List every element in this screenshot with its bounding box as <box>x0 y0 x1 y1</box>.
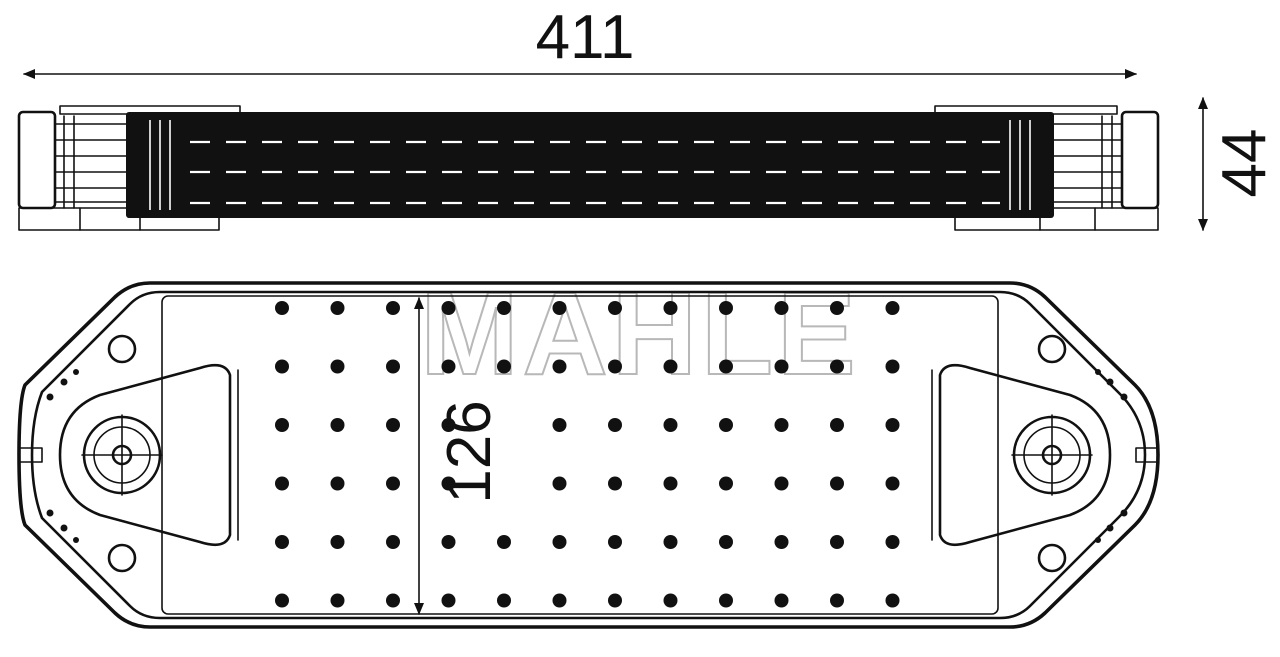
dimple-dot <box>275 359 289 374</box>
dimple-dot <box>330 301 345 315</box>
dimple-dot <box>719 476 733 491</box>
dimple-dot <box>441 418 456 432</box>
dimple-dot <box>830 535 844 549</box>
dimple-dot <box>608 535 622 549</box>
dimple-dot <box>275 301 289 315</box>
dimple-dot <box>386 593 400 608</box>
dimple-dot <box>441 593 456 608</box>
width-dimension-label: 126 <box>435 400 504 503</box>
dimple-dot <box>830 418 844 432</box>
dimple-dot <box>330 535 345 549</box>
right-lower-bolt-hole <box>1037 543 1067 573</box>
right-flange <box>931 334 1159 573</box>
dimple-dot <box>497 593 511 608</box>
dimple-dot <box>552 301 567 315</box>
dimple-dot <box>608 359 622 374</box>
dimple-dot <box>330 476 345 491</box>
dimple-dot <box>830 593 844 608</box>
dimple-dot <box>330 593 345 608</box>
dimple-dot <box>663 593 678 608</box>
dimple-dot <box>774 476 789 491</box>
dimple-dot <box>719 301 733 315</box>
dimple-dot <box>497 359 511 374</box>
left-upper-bolt-hole <box>107 334 137 364</box>
dimple-dot <box>497 535 511 549</box>
side-left-tubes <box>54 115 141 209</box>
dimple-dot <box>441 359 456 374</box>
dimple-dot <box>275 593 289 608</box>
dimple-dot <box>386 476 400 491</box>
dimple-dot <box>608 476 622 491</box>
side-core-dashes <box>190 140 1000 205</box>
dimple-dot <box>497 301 511 315</box>
dimple-dot <box>330 359 345 374</box>
dimple-dot <box>830 476 844 491</box>
dimple-dot <box>275 476 289 491</box>
side-left-base-plate <box>18 207 220 231</box>
dimple-dot <box>608 301 622 315</box>
dimple-dot <box>885 418 900 432</box>
dimple-dot <box>386 418 400 432</box>
length-dimension-label: 411 <box>536 3 635 72</box>
dimple-dot <box>885 593 900 608</box>
side-right-base-plate <box>954 207 1159 231</box>
dimple-dot <box>885 535 900 549</box>
dimple-dot <box>719 593 733 608</box>
top-view: MAHLE <box>17 267 1160 629</box>
dimple-dot <box>441 535 456 549</box>
dimple-dot <box>774 593 789 608</box>
right-upper-bolt-hole <box>1037 334 1067 364</box>
side-view <box>17 105 1160 231</box>
dimple-dot <box>774 535 789 549</box>
dimple-dot <box>608 418 622 432</box>
height-dimension: 44 <box>1198 97 1279 231</box>
side-cooler-core <box>126 112 1054 218</box>
dimple-dot <box>552 593 567 608</box>
length-dimension: 411 <box>23 3 1137 79</box>
height-dimension-label: 44 <box>1210 129 1279 198</box>
dimple-dot <box>330 418 345 432</box>
dimple-dot <box>663 535 678 549</box>
dimple-dot <box>386 535 400 549</box>
dimple-dot <box>830 359 844 374</box>
dimple-dot <box>386 301 400 315</box>
dimple-dot <box>719 359 733 374</box>
dimple-dot <box>663 359 678 374</box>
dimple-dot <box>663 418 678 432</box>
side-core-fins <box>149 120 1031 210</box>
dimple-dot <box>552 476 567 491</box>
dimple-dot <box>719 418 733 432</box>
dimple-dot <box>552 418 567 432</box>
dimple-dot <box>441 301 456 315</box>
dimple-dot <box>275 535 289 549</box>
dimple-dot <box>719 535 733 549</box>
dimple-dot <box>608 593 622 608</box>
top-inner-outline <box>30 290 1147 620</box>
dimple-dot <box>885 476 900 491</box>
dimple-dot <box>552 535 567 549</box>
dimple-dot <box>441 476 456 491</box>
dimple-dot <box>885 359 900 374</box>
dimple-dot <box>275 418 289 432</box>
left-flange <box>19 334 239 573</box>
side-left-end-cap <box>17 110 57 210</box>
dimple-dot <box>885 301 900 315</box>
dimple-dot <box>774 418 789 432</box>
dimple-dot <box>774 301 789 315</box>
dimple-dot <box>663 476 678 491</box>
side-right-end-cap <box>1120 110 1160 210</box>
top-outer-outline <box>17 281 1160 629</box>
dimple-dot <box>774 359 789 374</box>
dimple-dot <box>386 359 400 374</box>
dimple-dot <box>552 359 567 374</box>
dimple-dot <box>830 301 844 315</box>
dimple-dot <box>663 301 678 315</box>
mahle-watermark: MAHLE <box>420 268 860 400</box>
width-dimension: 126 <box>414 297 504 615</box>
left-lower-bolt-hole <box>107 543 137 573</box>
dimple-grid <box>275 301 900 608</box>
